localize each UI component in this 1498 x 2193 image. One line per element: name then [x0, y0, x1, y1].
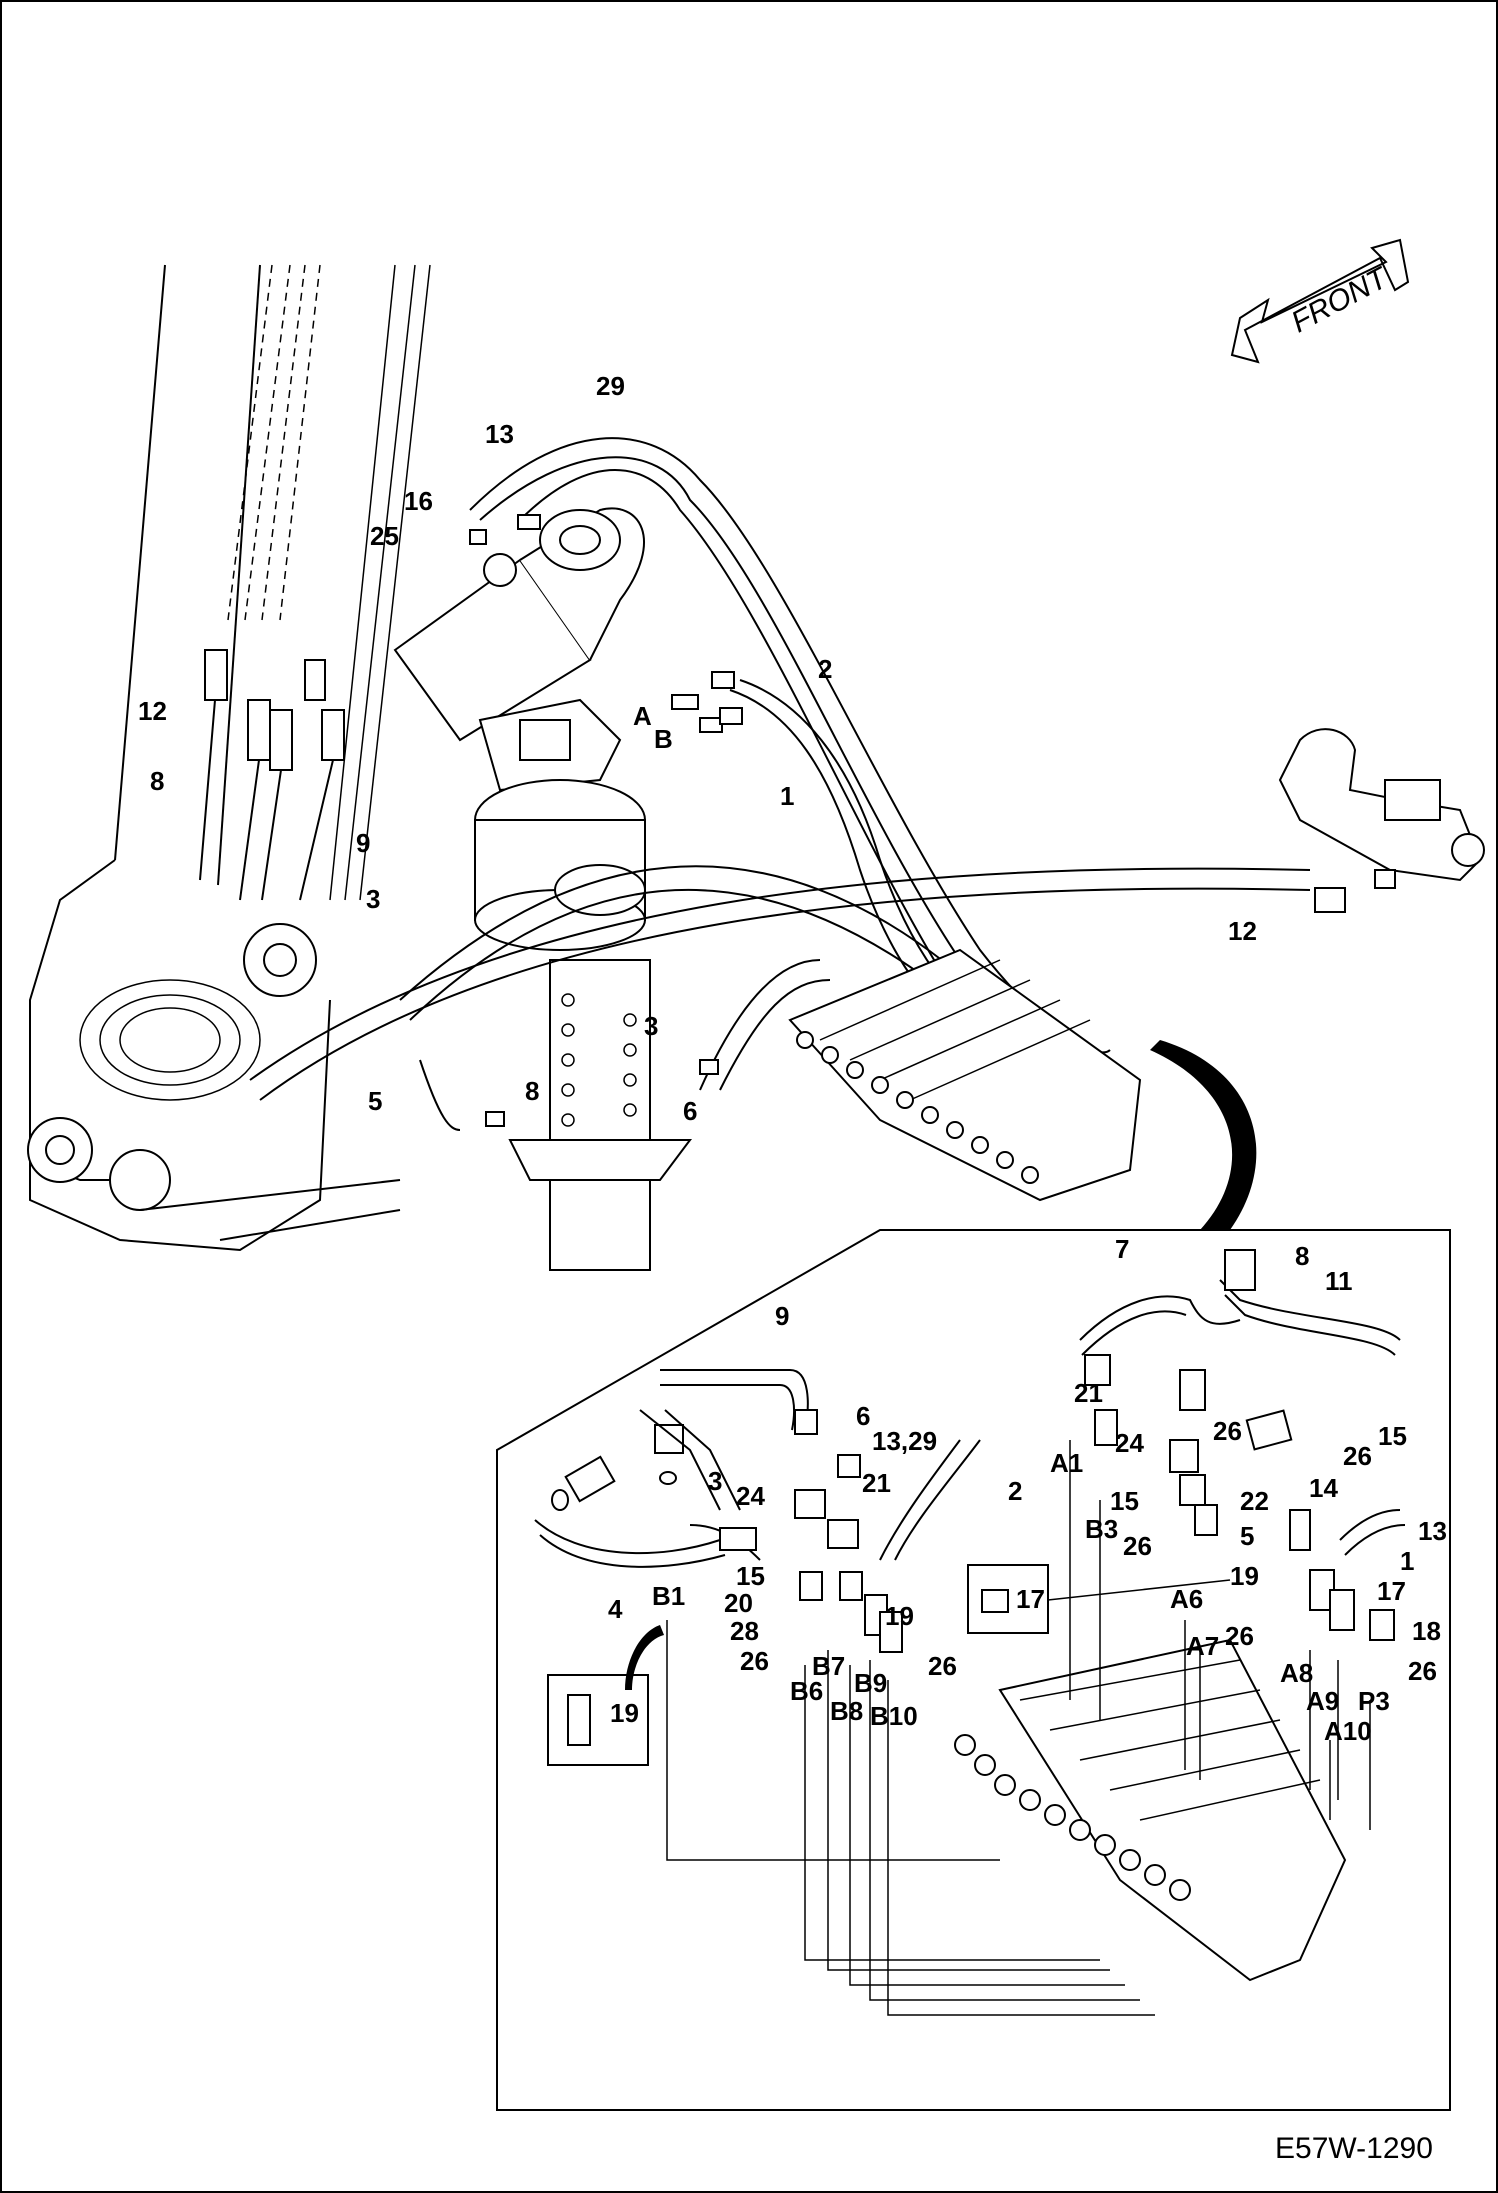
detail-label-15-center: 15 — [1110, 1486, 1139, 1516]
drawing-code: E57W-1290 — [1275, 2132, 1433, 2165]
detail-right-fittings — [1079, 1249, 1406, 1641]
detail-label-19-mid: 19 — [885, 1601, 914, 1631]
fitting-17-icon — [981, 1589, 1009, 1613]
detail-label-P3: P3 — [1358, 1686, 1390, 1716]
label-25: 25 — [370, 521, 399, 551]
detail-label-7: 7 — [1115, 1234, 1129, 1264]
detail-label-5: 5 — [1240, 1521, 1254, 1551]
detail-label-17-box: 17 — [1016, 1584, 1045, 1614]
detail-label-B10: B10 — [870, 1701, 918, 1731]
label-8-boom: 8 — [150, 766, 164, 796]
detail-connector — [1150, 1040, 1257, 1230]
detail-label-8: 8 — [1295, 1241, 1309, 1271]
detail-label-21-right: 21 — [1074, 1378, 1103, 1408]
front-arrow: FRONT — [1230, 238, 1410, 364]
valve-ports — [796, 1031, 1039, 1184]
detail-label-2: 2 — [1008, 1476, 1022, 1506]
label-12-boom: 12 — [138, 696, 167, 726]
boom-hose-fittings — [199, 649, 345, 901]
label-2: 2 — [818, 654, 832, 684]
label-6: 6 — [683, 1096, 697, 1126]
detail-leader-lines — [666, 1440, 1371, 2016]
detail-label-18: 18 — [1412, 1616, 1441, 1646]
insert-box-19 — [547, 1674, 649, 1766]
detail-label-17: 17 — [1377, 1576, 1406, 1606]
detail-label-15-right: 15 — [1378, 1421, 1407, 1451]
detail-label-A1: A1 — [1050, 1448, 1083, 1478]
detail-label-A7: A7 — [1186, 1631, 1219, 1661]
motor-port-fittings — [469, 514, 743, 1127]
label-B: B — [654, 724, 673, 754]
detail-label-24-right: 24 — [1115, 1428, 1144, 1458]
leader-17 — [1047, 1579, 1231, 1601]
label-16: 16 — [404, 486, 433, 516]
detail-label-9: 9 — [775, 1301, 789, 1331]
detail-label-21-left: 21 — [862, 1468, 891, 1498]
detail-label-14: 14 — [1309, 1473, 1338, 1503]
detail-label-4: 4 — [608, 1594, 623, 1624]
detail-connector-19 — [625, 1625, 664, 1690]
label-29: 29 — [596, 371, 625, 401]
label-9: 9 — [356, 828, 370, 858]
detail-label-20: 20 — [724, 1588, 753, 1618]
detail-label-A10: A10 — [1324, 1716, 1372, 1746]
detail-label-A8: A8 — [1280, 1658, 1313, 1688]
label-1: 1 — [780, 781, 794, 811]
detail-label-28: 28 — [730, 1616, 759, 1646]
detail-left-fittings — [534, 1369, 981, 1653]
label-13: 13 — [485, 419, 514, 449]
boom-arm — [27, 264, 431, 1252]
detail-label-19-box: 19 — [610, 1698, 639, 1728]
detail-label-26-left: 26 — [740, 1646, 769, 1676]
detail-label-A6: A6 — [1170, 1584, 1203, 1614]
detail-label-26-right: 26 — [1343, 1441, 1372, 1471]
detail-label-26-center: 26 — [1123, 1531, 1152, 1561]
detail-label-22: 22 — [1240, 1486, 1269, 1516]
detail-valve-block — [954, 1638, 1347, 1982]
detail-label-1: 1 — [1400, 1546, 1414, 1576]
label-A: A — [633, 701, 652, 731]
pipe-assembly-12 — [1278, 728, 1485, 913]
detail-label-26-mid: 26 — [928, 1651, 957, 1681]
detail-label-B1: B1 — [652, 1581, 685, 1611]
boom-cylinder — [393, 507, 645, 742]
detail-label-15-left: 15 — [736, 1561, 765, 1591]
label-3-joint: 3 — [644, 1011, 658, 1041]
detail-label-B8: B8 — [830, 1696, 863, 1726]
detail-label-26-far: 26 — [1408, 1656, 1437, 1686]
detail-label-A9: A9 — [1306, 1686, 1339, 1716]
detail-label-13: 13 — [1418, 1516, 1447, 1546]
fitting-19-icon — [567, 1694, 591, 1746]
detail-label-26-lower: 26 — [1225, 1621, 1254, 1651]
detail-label-B6: B6 — [790, 1676, 823, 1706]
swing-motor — [474, 698, 646, 951]
detail-label-19-right: 19 — [1230, 1561, 1259, 1591]
label-3-boom: 3 — [366, 884, 380, 914]
label-12-pipe: 12 — [1228, 916, 1257, 946]
detail-label-24-left: 24 — [736, 1481, 765, 1511]
detail-label-B3: B3 — [1085, 1514, 1118, 1544]
detail-label-26-top: 26 — [1213, 1416, 1242, 1446]
label-5: 5 — [368, 1086, 382, 1116]
center-joint — [508, 959, 692, 1271]
detail-label-B7: B7 — [812, 1651, 845, 1681]
detail-label-B9: B9 — [854, 1668, 887, 1698]
control-valve-main — [788, 948, 1142, 1202]
detail-label-3: 3 — [708, 1466, 722, 1496]
detail-label-13-29: 13,29 — [872, 1426, 937, 1456]
detail-label-11: 11 — [1325, 1266, 1353, 1296]
detail-label-6: 6 — [856, 1401, 870, 1431]
label-8-joint: 8 — [525, 1076, 539, 1106]
